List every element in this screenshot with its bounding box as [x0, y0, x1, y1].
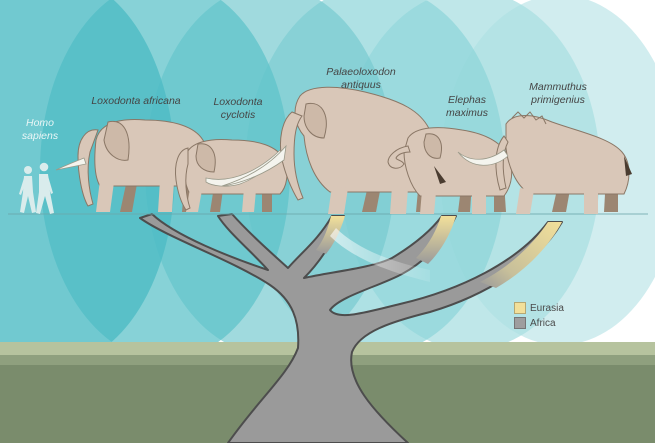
label-loxodonta-africana-line1: Loxodonta africana	[76, 95, 196, 108]
label-loxodonta-cyclotis-line1: Loxodonta	[198, 96, 278, 109]
label-homo-sapiens-line1: Homo	[10, 117, 70, 130]
legend-label-africa: Africa	[530, 318, 556, 329]
label-loxodonta-cyclotis-line2: cyclotis	[198, 109, 278, 122]
legend-item-eurasia: Eurasia	[514, 302, 564, 314]
label-elephas-maximus: Elephas maximus	[434, 94, 500, 120]
label-elephas-maximus-line1: Elephas	[434, 94, 500, 107]
label-elephas-maximus-line2: maximus	[434, 107, 500, 120]
label-palaeoloxodon-antiquus-line2: antiquus	[311, 79, 411, 92]
label-mammuthus-primigenius: Mammuthus primigenius	[515, 81, 601, 107]
legend-swatch-eurasia	[514, 302, 526, 314]
legend-label-eurasia: Eurasia	[530, 303, 564, 314]
legend-item-africa: Africa	[514, 317, 556, 329]
legend-swatch-africa	[514, 317, 526, 329]
label-loxodonta-cyclotis: Loxodonta cyclotis	[198, 96, 278, 122]
label-loxodonta-africana: Loxodonta africana	[76, 95, 196, 108]
label-mammuthus-primigenius-line2: primigenius	[515, 94, 601, 107]
label-palaeoloxodon-antiquus-line1: Palaeoloxodon	[311, 66, 411, 79]
label-homo-sapiens: Homo sapiens	[10, 117, 70, 143]
label-palaeoloxodon-antiquus: Palaeoloxodon antiquus	[311, 66, 411, 92]
label-homo-sapiens-line2: sapiens	[10, 130, 70, 143]
label-mammuthus-primigenius-line1: Mammuthus	[515, 81, 601, 94]
